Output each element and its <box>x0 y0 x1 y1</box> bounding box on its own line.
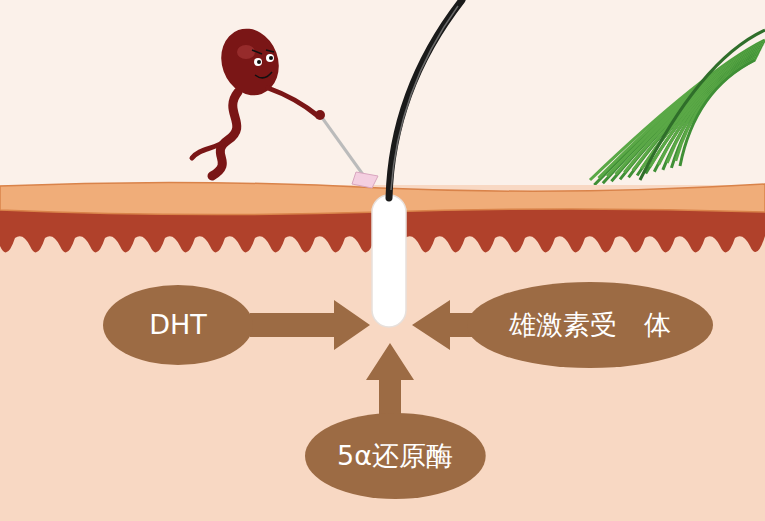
hormone-ellipse: DHT <box>103 285 253 365</box>
palm-frond <box>616 46 762 175</box>
palm-frond <box>633 50 760 171</box>
palm-frond <box>654 54 758 171</box>
sperm-cartoon <box>192 20 378 188</box>
palm-frond <box>611 45 762 181</box>
palm-leaves <box>590 30 765 185</box>
arrow-from-reductase <box>366 343 414 425</box>
palm-frond <box>620 47 762 180</box>
palm-frond <box>641 51 759 168</box>
hair-highlight <box>391 6 458 190</box>
hormone-ellipse: 雄激素受 体 <box>467 282 713 368</box>
palm-frond <box>637 50 760 175</box>
palm-frond <box>646 52 759 173</box>
palm-frond <box>629 49 761 178</box>
palm-frond <box>671 58 756 168</box>
node-label: 雄激素受 体 <box>509 310 671 340</box>
palm-frond <box>680 60 755 166</box>
palm-frond <box>676 59 756 161</box>
arrow-from-dht <box>250 300 370 350</box>
node-label: 5α还原酶 <box>337 441 453 471</box>
pointing-arrows <box>250 300 500 425</box>
hormone-ellipse: 5α还原酶 <box>305 413 486 499</box>
hair-shaft <box>389 0 462 198</box>
palm-frond <box>603 43 764 183</box>
palm-stem <box>640 30 765 180</box>
hair-follicle <box>372 195 406 327</box>
node-label: DHT <box>149 310 207 340</box>
palm-frond <box>650 53 758 166</box>
palm-frond <box>590 40 765 180</box>
palm-frond <box>659 55 758 165</box>
palm-frond <box>624 48 761 173</box>
palm-frond <box>607 44 763 176</box>
